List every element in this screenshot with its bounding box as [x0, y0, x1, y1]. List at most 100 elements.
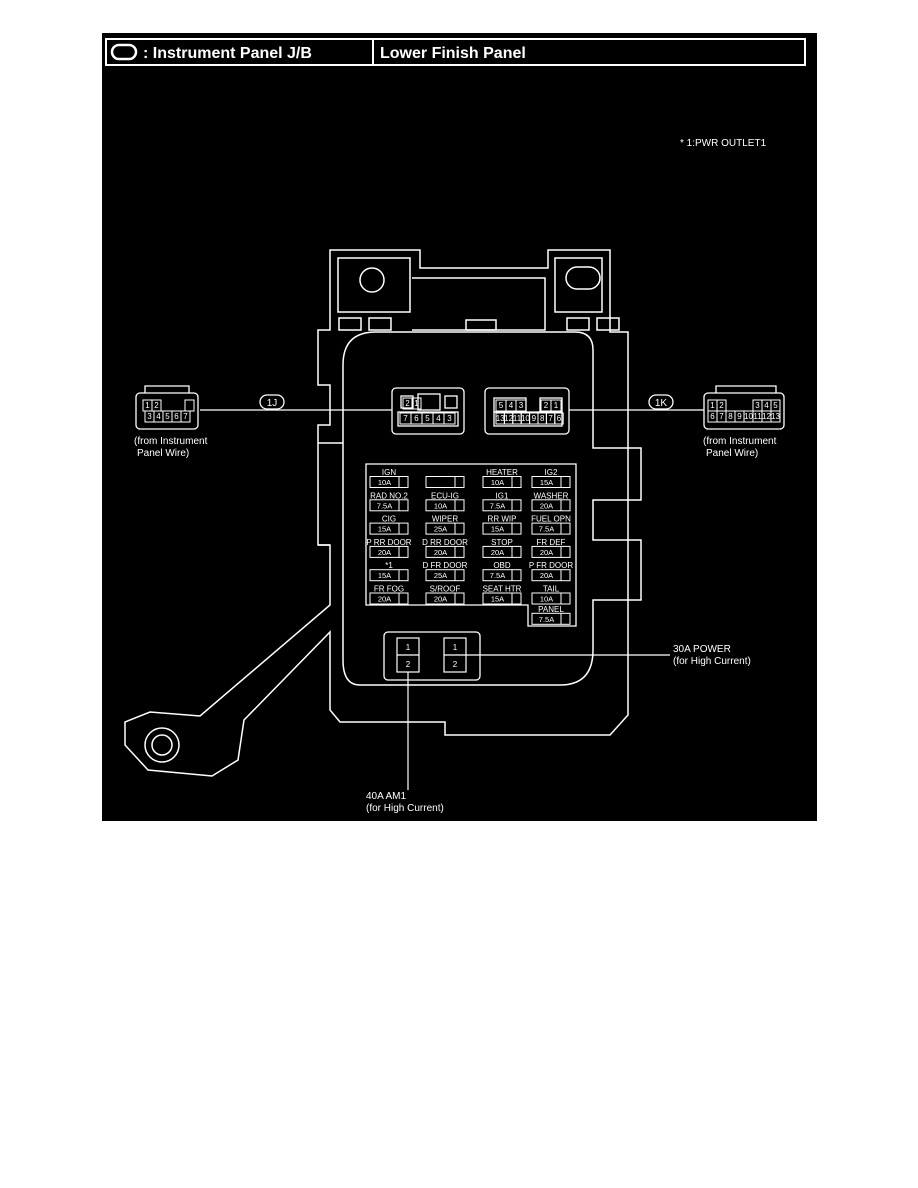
fuse-slot	[482, 545, 522, 558]
connector-1J-key	[184, 399, 195, 412]
fuse-name: OBD	[493, 561, 511, 570]
fuse-amperage: 20A	[378, 595, 391, 604]
jb-1J-bottom-pin: 7	[403, 414, 408, 423]
fuse-slot	[531, 592, 571, 605]
jb-1K-bottom-pin: 9	[532, 414, 537, 423]
fuse-name: IG1	[496, 491, 509, 500]
jb-1J-bottom-pin: 5	[425, 414, 430, 423]
fuse-name: FR FOG	[374, 585, 404, 594]
connector-1K-bottom-pin: 9	[737, 412, 742, 421]
relay-am1-pin2: 2	[406, 660, 411, 669]
connector-1J-bottom-pin: 6	[174, 412, 179, 421]
fuse-name: P FR DOOR	[529, 561, 574, 570]
jb-1J-bottom-pin: 4	[436, 414, 441, 423]
callout-1K: 1K	[655, 398, 668, 409]
fuse-amperage: 15A	[378, 571, 391, 580]
connector-1K-bottom-pin: 11	[753, 412, 762, 421]
jb-1K-topleft-pin: 3	[519, 401, 524, 410]
fuse-slot	[531, 569, 571, 582]
fuse-blank	[425, 476, 465, 488]
connector-1K-topright-pin: 4	[764, 401, 769, 410]
fuse-slot	[425, 522, 465, 535]
connector-1K-bottom-cell	[770, 410, 781, 423]
fuse-amperage: 7.5A	[539, 615, 554, 624]
fuse-amperage: 15A	[378, 525, 391, 534]
header-right-title: Lower Finish Panel	[380, 45, 526, 62]
relay-power-label-line2: (for High Current)	[673, 656, 751, 667]
fuse-amperage: 10A	[540, 595, 553, 604]
fuse-slot	[531, 499, 571, 512]
fuse-name: D FR DOOR	[423, 561, 468, 570]
fuse-panel-outline	[365, 463, 577, 627]
fuse-name: CIG	[382, 515, 396, 524]
fuse-slot	[531, 612, 571, 625]
jb-1J-top-pin: 2	[405, 399, 410, 408]
figure-background	[102, 33, 817, 821]
fuse-name: STOP	[491, 538, 513, 547]
jb-1J-bottom-pin: 6	[414, 414, 419, 423]
fuse-slot	[425, 545, 465, 558]
footnote: * 1:PWR OUTLET1	[680, 138, 767, 149]
connector-1K-topleft-pin: 1	[710, 401, 715, 410]
relay-am1-label-line2: (for High Current)	[366, 803, 444, 814]
fuse-name: PANEL	[538, 605, 564, 614]
fuse-slot	[531, 545, 571, 558]
fuse-amperage: 20A	[491, 548, 504, 557]
connector-1K-topleft-pin: 2	[719, 401, 724, 410]
fuse-slot	[425, 592, 465, 605]
fuse-amperage: 10A	[378, 478, 391, 487]
jb-1J-bottom-cell	[443, 412, 456, 425]
connector-1J-source-line2: Panel Wire)	[137, 448, 189, 459]
connector-1K-bottom-pin: 13	[771, 412, 780, 421]
header-frame	[105, 38, 806, 66]
oval-symbol-icon	[110, 43, 138, 61]
jb-1K-bottom-pin: 11	[513, 414, 522, 423]
connector-1K-jb	[484, 387, 570, 435]
fuse-amperage: 20A	[378, 548, 391, 557]
connector-1J-jb	[391, 387, 465, 435]
fuse-slot	[369, 569, 409, 582]
fuse-slot	[369, 499, 409, 512]
jb-1K-topleft-pin: 4	[509, 401, 514, 410]
connector-1J-top-pin: 1	[145, 401, 150, 410]
fuse-name: HEATER	[486, 468, 518, 477]
fuse-amperage: 20A	[434, 595, 447, 604]
fuse-amperage: 15A	[491, 525, 504, 534]
fuse-amperage: 20A	[540, 571, 553, 580]
jb-1J-top-cell	[411, 397, 422, 410]
connector-1J-bottom-pin: 4	[156, 412, 161, 421]
callout-1J-oval	[259, 394, 285, 410]
fuse-slot	[369, 522, 409, 535]
fuse-name: *1	[385, 561, 393, 570]
relay-block-frame	[383, 631, 481, 681]
fuse-amperage: 20A	[434, 548, 447, 557]
fuse-slot	[369, 592, 409, 605]
connector-1K-bottom-pin: 8	[728, 412, 733, 421]
fuse-slot	[531, 476, 571, 488]
jb-1K-bottom-pin: 7	[548, 414, 553, 423]
jb-1K-topleft-cell	[515, 399, 527, 412]
fuse-amperage: 7.5A	[377, 501, 392, 510]
connector-1K-topright-pin: 5	[773, 401, 778, 410]
fuse-slot	[425, 476, 465, 488]
connector-1K-bottom-pin: 10	[744, 412, 753, 421]
